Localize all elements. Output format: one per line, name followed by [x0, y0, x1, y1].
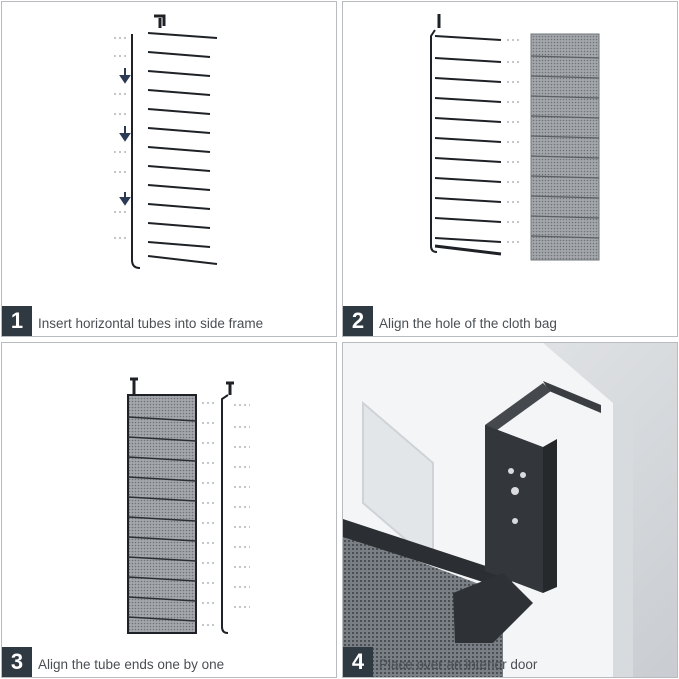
- step-1-illustration: [114, 14, 218, 269]
- step-2-illustration: [430, 14, 600, 261]
- step-1-panel: 1 Insert horizontal tubes into side fram…: [1, 1, 337, 337]
- step-3-caption: Align the tube ends one by one: [38, 657, 225, 672]
- step-2-number-badge: 2: [343, 306, 373, 336]
- step-1-number-badge: 1: [2, 306, 32, 336]
- step-3-panel: 3 Align the tube ends one by one: [1, 342, 337, 678]
- door-hook-photo: [343, 343, 677, 677]
- step-1-caption: Insert horizontal tubes into side frame: [38, 316, 264, 331]
- step-2-caption: Align the hole of the cloth bag: [379, 316, 557, 331]
- step-4-panel: 4 Place over an interior door: [342, 342, 678, 678]
- step-4-caption: Place over an interior door: [379, 657, 538, 672]
- step-4-number-badge: 4: [343, 647, 373, 677]
- step-3-number-badge: 3: [2, 647, 32, 677]
- step-3-illustration: [127, 377, 250, 634]
- step-2-panel: 2 Align the hole of the cloth bag: [342, 1, 678, 337]
